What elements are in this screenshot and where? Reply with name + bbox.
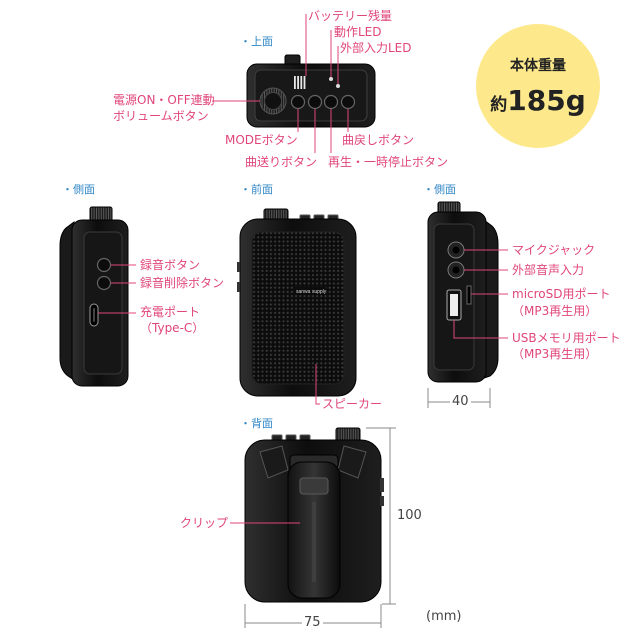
back-side-button bbox=[380, 496, 384, 506]
callout-power-volume-line2: ボリュームボタン bbox=[113, 109, 209, 123]
callout-mode-button: MODEボタン bbox=[225, 133, 298, 147]
external-input-jack-hole bbox=[452, 266, 460, 274]
left-side-panel bbox=[83, 231, 123, 375]
record-delete-button-shape bbox=[96, 275, 112, 291]
dimension-height: 100 bbox=[397, 508, 422, 523]
clip-mount-left bbox=[259, 445, 289, 479]
callout-charge-port-line1: 充電ポート bbox=[140, 305, 201, 319]
top-view-leader-lines bbox=[212, 14, 349, 153]
callout-mic-jack: マイクジャック bbox=[512, 243, 596, 257]
heading-right-side-view: ・側面 bbox=[423, 183, 456, 196]
callout-usb-port-line1: USBメモリ用ポート bbox=[512, 331, 621, 345]
right-side-leader-lines bbox=[453, 249, 508, 339]
back-side-button bbox=[380, 478, 384, 492]
front-side-button bbox=[237, 262, 240, 272]
back-view-drawing bbox=[244, 427, 384, 603]
leader-usb bbox=[453, 320, 508, 339]
callout-clip: クリップ bbox=[180, 516, 229, 530]
heading-front-view: ・前面 bbox=[240, 183, 273, 196]
left-clip bbox=[59, 221, 75, 381]
weight-value: 185g bbox=[507, 84, 586, 117]
next-button-shape bbox=[307, 94, 323, 110]
callout-external-audio-input: 外部音声入力 bbox=[512, 263, 585, 277]
callout-operation-led: 動作LED bbox=[334, 25, 382, 39]
callout-battery-level: バッテリー残量 bbox=[308, 9, 393, 23]
callout-speaker: スピーカー bbox=[322, 397, 383, 411]
mode-button-shape bbox=[290, 94, 306, 110]
weight-approx: 約 bbox=[490, 95, 508, 115]
front-view-drawing: sanwa supply bbox=[237, 208, 357, 397]
clip-pivot bbox=[299, 477, 329, 495]
mic-jack-hole bbox=[452, 246, 460, 254]
volume-knob-cap bbox=[264, 92, 282, 110]
brand-logo: sanwa supply bbox=[296, 289, 327, 295]
microsd-slot bbox=[466, 285, 472, 305]
callout-microsd-port-line2: （MP3再生用） bbox=[512, 304, 598, 318]
back-knob bbox=[335, 427, 361, 442]
left-knob bbox=[89, 206, 113, 222]
back-top-button bbox=[285, 434, 297, 441]
callout-next-button: 曲送りボタン bbox=[245, 155, 318, 169]
callout-external-input-led: 外部入力LED bbox=[340, 41, 412, 55]
back-top-button bbox=[299, 434, 311, 441]
weight-badge: 本体重量 約185g bbox=[476, 24, 600, 148]
callout-charge-port-line2: （Type-C） bbox=[140, 321, 205, 335]
leader-speaker bbox=[315, 364, 320, 405]
battery-level-bar bbox=[300, 76, 303, 89]
back-top-button bbox=[271, 434, 283, 441]
weight-value-row: 約185g bbox=[476, 84, 600, 122]
dimension-depth: 40 bbox=[450, 394, 471, 409]
clip-highlight bbox=[312, 502, 316, 582]
callout-power-volume-line1: 電源ON・OFF連動 bbox=[113, 93, 215, 107]
height-dimension bbox=[366, 427, 396, 605]
prev-button-shape bbox=[340, 94, 356, 110]
callout-usb-port-line2: （MP3再生用） bbox=[512, 347, 598, 361]
dimension-width: 75 bbox=[302, 615, 323, 630]
battery-level-bar bbox=[297, 76, 299, 89]
brand-plate bbox=[294, 287, 326, 295]
heading-left-side-view: ・側面 bbox=[62, 183, 95, 196]
dimension-unit: (mm) bbox=[426, 609, 462, 624]
record-button-shape bbox=[96, 257, 112, 273]
play-pause-button-shape bbox=[323, 94, 339, 110]
left-side-leader-lines bbox=[98, 264, 136, 314]
left-side-view-drawing bbox=[59, 206, 129, 387]
battery-level-bar bbox=[303, 76, 306, 89]
operation-led bbox=[329, 77, 333, 81]
speaker-grille bbox=[251, 231, 345, 385]
callout-record-button: 録音ボタン bbox=[140, 258, 201, 272]
top-view-drawing bbox=[246, 54, 376, 128]
weight-label: 本体重量 bbox=[510, 58, 566, 74]
callout-prev-button: 曲戻しボタン bbox=[342, 133, 415, 147]
heading-back-view: ・背面 bbox=[240, 417, 273, 430]
right-side-view-drawing bbox=[427, 201, 499, 383]
front-side-button bbox=[237, 282, 240, 292]
callout-play-pause-button: 再生・一時停止ボタン bbox=[328, 155, 449, 169]
battery-level-bar bbox=[294, 76, 296, 89]
callout-microsd-port-line1: microSD用ポート bbox=[512, 287, 611, 301]
callout-record-delete-button: 録音削除ボタン bbox=[140, 276, 225, 290]
clip-mount-right bbox=[337, 445, 367, 479]
usb-port-tongue bbox=[450, 294, 458, 316]
heading-top-view: ・上面 bbox=[240, 35, 273, 48]
external-input-led bbox=[336, 84, 340, 88]
type-c-port-inner bbox=[93, 308, 95, 322]
